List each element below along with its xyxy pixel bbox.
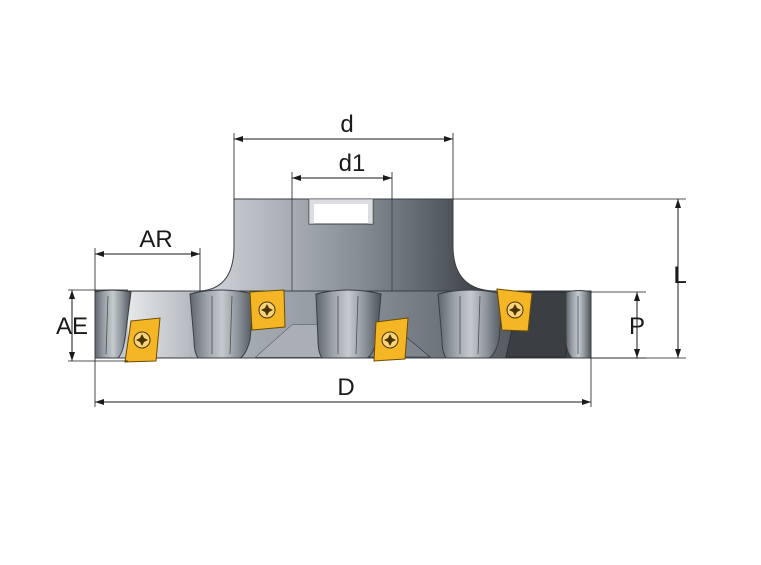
insert — [373, 317, 409, 362]
flute — [437, 289, 504, 359]
label-l: L — [673, 262, 686, 289]
label-d1: d1 — [339, 150, 366, 177]
dimension-ae: AE — [56, 289, 128, 362]
flute — [315, 289, 382, 359]
dimension-ar: AR — [94, 226, 201, 291]
label-ae: AE — [56, 313, 88, 340]
insert — [496, 288, 533, 332]
label-d: d — [340, 111, 353, 138]
label-p: P — [629, 313, 645, 340]
flute — [565, 290, 592, 359]
key-slot-shade — [309, 199, 373, 224]
dimension-d: d — [233, 111, 454, 199]
insert — [249, 289, 286, 331]
flutes — [94, 289, 592, 359]
insert — [124, 317, 161, 363]
flute — [189, 289, 255, 359]
label-ar: AR — [139, 226, 172, 253]
inserts — [124, 288, 533, 363]
dimension-l: L — [453, 198, 687, 359]
dimension-d1: d1 — [291, 150, 393, 199]
dimension-big-d: D — [94, 358, 592, 407]
dimension-p: P — [591, 291, 646, 359]
label-big-d: D — [337, 374, 354, 401]
